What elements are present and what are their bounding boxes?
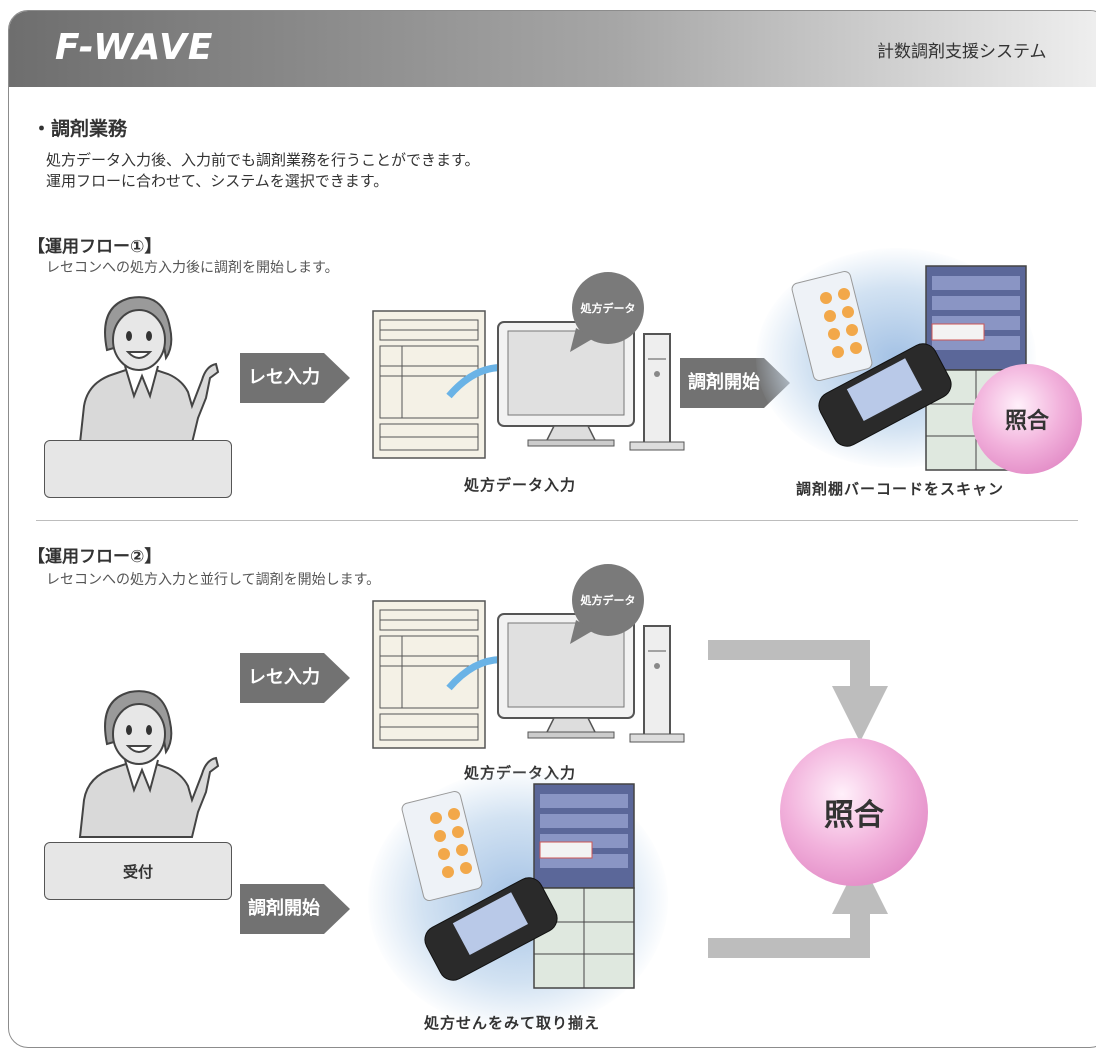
merge-connector-arrows bbox=[708, 640, 888, 958]
section-heading: ・調剤業務 bbox=[32, 114, 127, 141]
page-frame: F-WAVE 計数調剤支援システム bbox=[8, 10, 1096, 1048]
flow1-scan-caption: 調剤棚バーコードをスキャン bbox=[796, 480, 1005, 498]
flow2-pick-caption: 処方せんをみて取り揃え bbox=[424, 1014, 601, 1032]
flow2-title: 【運用フロー②】 bbox=[28, 547, 162, 567]
flow2-rece-input-arrow: レセ入力 bbox=[240, 653, 350, 703]
flow1-pc-caption: 処方データ入力 bbox=[464, 476, 577, 494]
flow2-description: レセコンへの処方入力と並行して調剤を開始します。 bbox=[46, 572, 381, 588]
flow1-match-circle: 照合 bbox=[972, 364, 1082, 474]
flow1-dispense-start-arrow: 調剤開始 bbox=[680, 358, 790, 408]
speech-bubble-icon bbox=[570, 272, 644, 352]
prescription-form-icon bbox=[372, 310, 486, 459]
flow2-match-circle: 照合 bbox=[780, 738, 928, 886]
section-divider bbox=[36, 520, 1078, 521]
flow1-title: 【運用フロー①】 bbox=[28, 237, 162, 257]
flow2-dispense-start-arrow: 調剤開始 bbox=[240, 884, 350, 934]
speech-bubble-label: 処方データ bbox=[580, 594, 636, 607]
description-line-2: 運用フローに合わせて、システムを選択できます。 bbox=[46, 172, 389, 190]
computer-monitor-icon bbox=[497, 613, 685, 743]
reception-desk bbox=[44, 440, 232, 498]
pharmacist-illustration bbox=[78, 296, 220, 444]
flow1-rece-input-arrow: レセ入力 bbox=[240, 353, 350, 403]
description-line-1: 処方データ入力後、入力前でも調剤業務を行うことができます。 bbox=[46, 151, 480, 169]
header-bar: F-WAVE 計数調剤支援システム bbox=[9, 11, 1096, 87]
section-bullet: ・ bbox=[32, 118, 52, 140]
section-title: 調剤業務 bbox=[51, 118, 128, 140]
speech-bubble-label: 処方データ bbox=[580, 302, 636, 315]
prescription-form-icon bbox=[372, 600, 486, 749]
header-subtitle: 計数調剤支援システム bbox=[877, 42, 1047, 62]
pill-blister-icon bbox=[401, 791, 483, 901]
computer-monitor-icon bbox=[497, 321, 685, 451]
logo: F-WAVE bbox=[55, 27, 214, 68]
medicine-shelf-icon bbox=[533, 783, 635, 989]
section-description: 処方データ入力後、入力前でも調剤業務を行うことができます。 運用フローに合わせて… bbox=[46, 150, 480, 192]
handheld-scanner-icon bbox=[424, 877, 558, 981]
pharmacist-illustration bbox=[78, 690, 220, 838]
flow1-description: レセコンへの処方入力後に調剤を開始します。 bbox=[46, 260, 339, 276]
pill-blister-icon bbox=[791, 271, 873, 381]
reception-desk: 受付 bbox=[44, 842, 232, 900]
speech-bubble-icon bbox=[570, 564, 644, 644]
handheld-scanner-icon bbox=[818, 343, 952, 447]
